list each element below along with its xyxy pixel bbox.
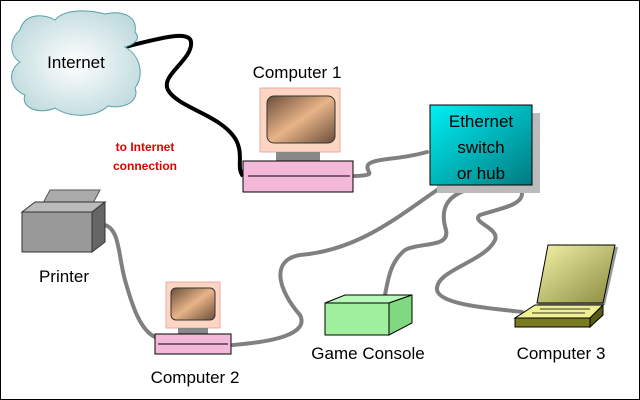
ethernet-switch: Ethernet switch or hub xyxy=(429,104,540,193)
game-console: Game Console xyxy=(311,294,425,363)
computer-2-label: Computer 2 xyxy=(151,368,240,387)
cable-switch-laptop xyxy=(435,185,524,314)
switch-label-1: Ethernet xyxy=(449,112,514,131)
computer-3-label: Computer 3 xyxy=(517,344,606,363)
internet-cable xyxy=(124,33,245,178)
annotation-line-1: to Internet xyxy=(116,140,175,154)
computer-1-label: Computer 1 xyxy=(253,63,342,82)
switch-label-2: switch xyxy=(457,138,504,157)
computer-3-laptop: Computer 3 xyxy=(513,244,618,363)
computer-2: Computer 2 xyxy=(151,281,240,387)
cable-switch-computer1 xyxy=(353,150,429,178)
computer-1: Computer 1 xyxy=(242,63,354,193)
cable-printer-computer2 xyxy=(103,223,157,339)
switch-label-3: or hub xyxy=(457,164,505,183)
game-console-label: Game Console xyxy=(311,344,424,363)
internet-cloud: Internet xyxy=(11,10,141,116)
cable-switch-computer2 xyxy=(231,186,442,347)
printer-label: Printer xyxy=(39,267,89,286)
annotation-line-2: connection xyxy=(113,159,177,173)
internet-label: Internet xyxy=(47,53,105,72)
printer: Printer xyxy=(20,189,107,286)
cable-switch-console xyxy=(383,186,475,297)
